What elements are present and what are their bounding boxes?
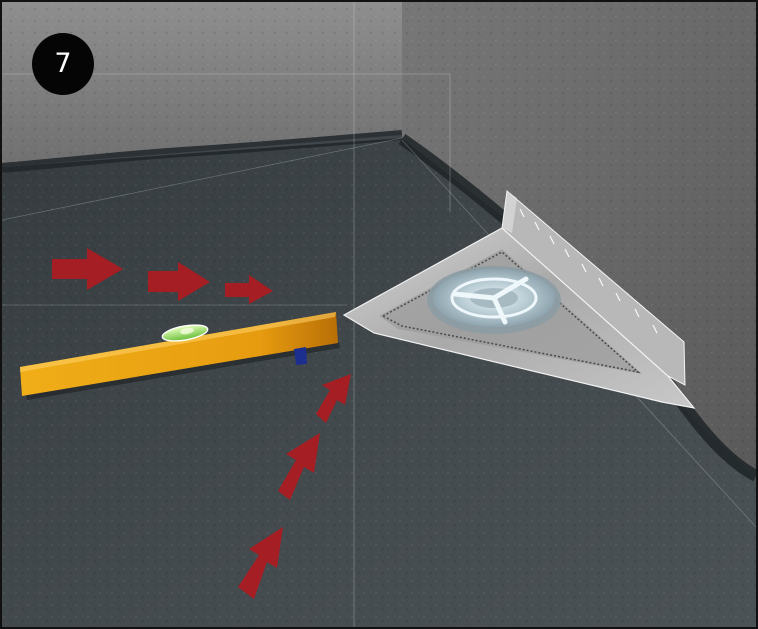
drain-outlet xyxy=(427,266,561,334)
level-support-block xyxy=(294,347,307,365)
step-number: 7 xyxy=(54,50,71,77)
step-number-badge: 7 xyxy=(32,33,94,95)
